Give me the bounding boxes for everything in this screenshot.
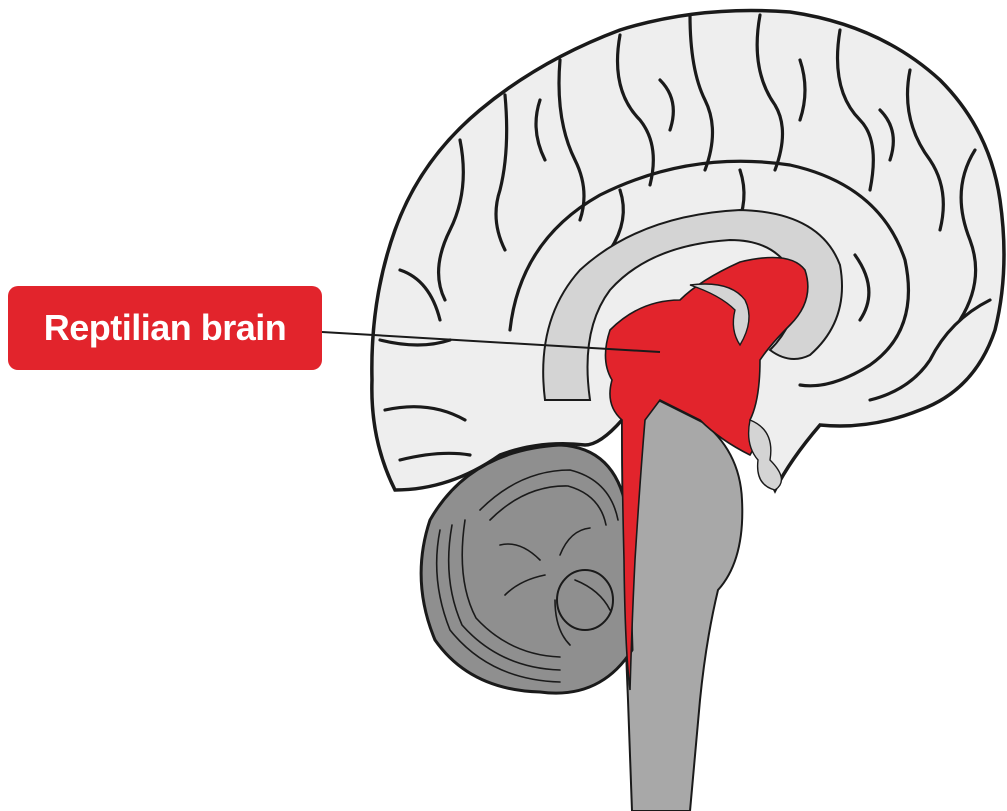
reptilian-brain-label: Reptilian brain (8, 286, 322, 370)
label-text: Reptilian brain (44, 307, 287, 349)
cerebellum (421, 445, 632, 693)
